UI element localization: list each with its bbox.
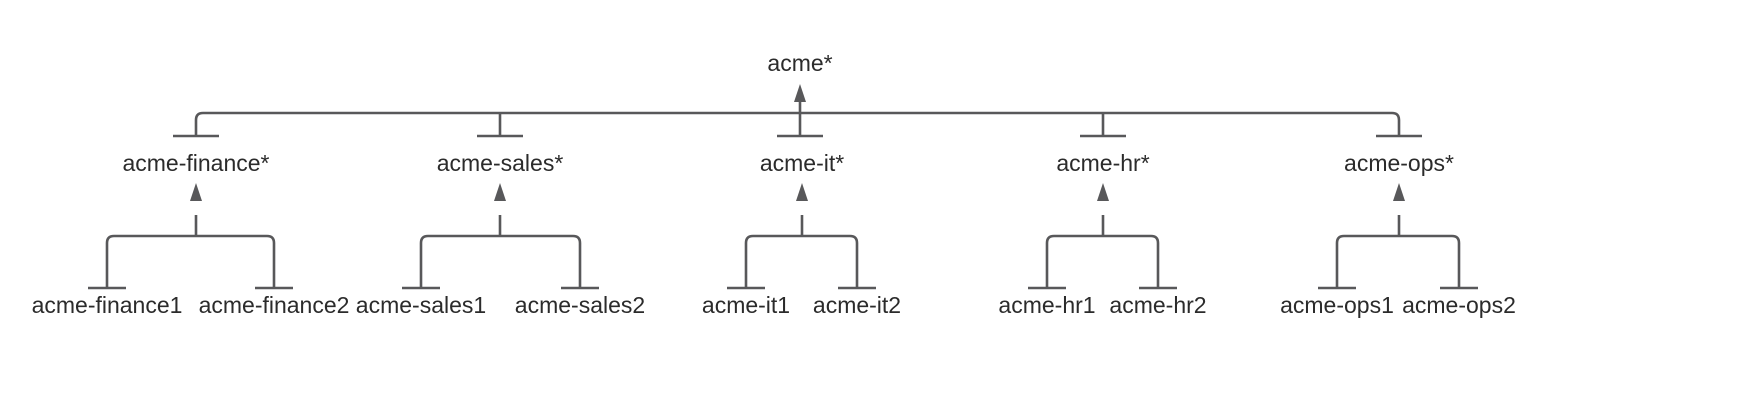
arrowhead-acme-sales — [494, 183, 506, 201]
node-label-acme-finance2[interactable]: acme-finance2 — [198, 292, 350, 318]
node-label-acme-sales[interactable]: acme-sales* — [436, 150, 564, 176]
bus-acme-hr — [1045, 234, 1160, 288]
node-label-acme-hr1[interactable]: acme-hr1 — [998, 292, 1096, 318]
node-label-acme-it[interactable]: acme-it* — [759, 150, 845, 176]
bus-acme-ops — [1335, 234, 1461, 288]
arrowhead-acme-it — [796, 183, 808, 201]
acme-ops-children-connectors — [1318, 215, 1478, 290]
node-label-acme-hr2[interactable]: acme-hr2 — [1109, 292, 1207, 318]
bus-acme-it — [744, 234, 859, 288]
node-label-acme-hr[interactable]: acme-hr* — [1056, 150, 1150, 176]
node-label-acme-it2[interactable]: acme-it2 — [812, 292, 902, 318]
node-label-acme-ops[interactable]: acme-ops* — [1344, 150, 1454, 176]
acme-it-children-connectors — [727, 215, 876, 290]
node-label-acme-finance[interactable]: acme-finance* — [122, 150, 270, 176]
node-label-acme-ops1[interactable]: acme-ops1 — [1280, 292, 1394, 318]
node-label-acme-finance1[interactable]: acme-finance1 — [31, 292, 183, 318]
arrowhead-acme-hr — [1097, 183, 1109, 201]
root-to-branches-connectors — [173, 96, 1422, 138]
node-label-acme-sales2[interactable]: acme-sales2 — [514, 292, 646, 318]
bus-acme-sales — [419, 234, 582, 288]
arrowhead-acme-ops — [1393, 183, 1405, 201]
node-label-acme-ops2[interactable]: acme-ops2 — [1402, 292, 1516, 318]
bus-acme-finance — [105, 234, 276, 288]
node-label-acme-sales1[interactable]: acme-sales1 — [355, 292, 487, 318]
arrowhead-acme-finance — [190, 183, 202, 201]
arrowhead-acme — [794, 84, 806, 102]
node-label-acme-it1[interactable]: acme-it1 — [701, 292, 791, 318]
acme-finance-children-connectors — [88, 215, 293, 290]
root-bus-line — [194, 111, 1401, 136]
acme-hr-children-connectors — [1028, 215, 1177, 290]
acme-sales-children-connectors — [402, 215, 599, 290]
node-label-acme[interactable]: acme* — [767, 50, 833, 76]
